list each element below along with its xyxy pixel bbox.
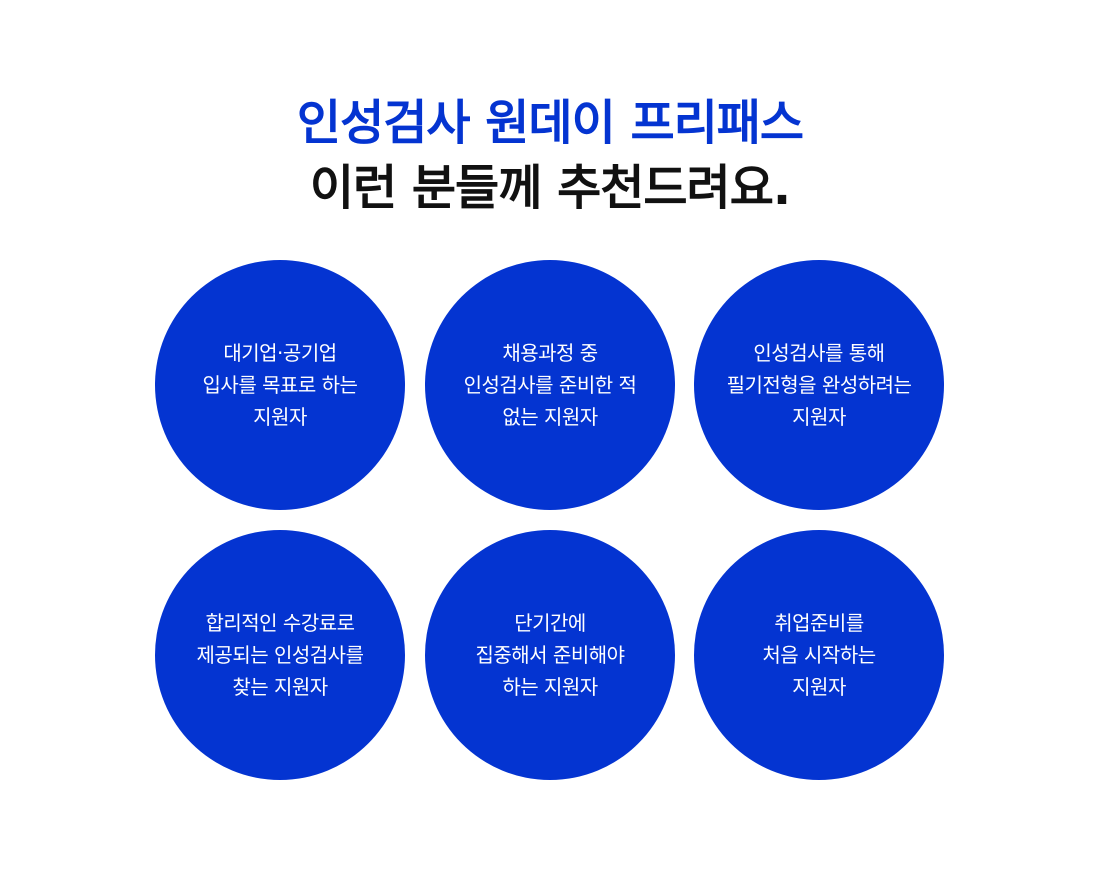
- target-circle: 인성검사를 통해 필기전형을 완성하려는 지원자: [694, 260, 944, 510]
- caption-line: 인성검사를 준비한 적: [463, 373, 637, 397]
- target-caption: 취업준비를 처음 시작하는 지원자: [762, 607, 876, 703]
- caption-line: 없는 지원자: [502, 405, 598, 429]
- target-circle: 합리적인 수강료로 제공되는 인성검사를 찾는 지원자: [155, 530, 405, 780]
- caption-line: 지원자: [253, 405, 307, 429]
- caption-line: 필기전형을 완성하려는: [726, 373, 912, 397]
- caption-line: 하는 지원자: [502, 675, 598, 699]
- caption-line: 취업준비를: [774, 611, 864, 635]
- caption-line: 단기간에: [514, 611, 586, 635]
- caption-line: 처음 시작하는: [762, 643, 876, 667]
- caption-line: 찾는 지원자: [232, 675, 328, 699]
- caption-line: 지원자: [792, 405, 846, 429]
- caption-line: 제공되는 인성검사를: [196, 643, 364, 667]
- target-caption: 채용과정 중 인성검사를 준비한 적 없는 지원자: [464, 337, 637, 433]
- page-subtitle: 이런 분들께 추천드려요.: [309, 160, 791, 216]
- caption-line: 대기업·공기업: [223, 341, 337, 365]
- caption-line: 입사를 목표로 하는: [202, 373, 358, 397]
- caption-line: 채용과정 중: [502, 341, 598, 365]
- caption-line: 인성검사를 통해: [753, 341, 885, 365]
- target-circle: 단기간에 집중해서 준비해야 하는 지원자: [425, 530, 675, 780]
- target-caption: 대기업·공기업 입사를 목표로 하는 지원자: [203, 337, 358, 433]
- caption-line: 집중해서 준비해야: [475, 643, 625, 667]
- caption-line: 합리적인 수강료로: [205, 611, 355, 635]
- target-caption: 합리적인 수강료로 제공되는 인성검사를 찾는 지원자: [197, 607, 364, 703]
- target-circle: 취업준비를 처음 시작하는 지원자: [694, 530, 944, 780]
- target-caption: 단기간에 집중해서 준비해야 하는 지원자: [475, 607, 625, 703]
- target-circle: 채용과정 중 인성검사를 준비한 적 없는 지원자: [425, 260, 675, 510]
- caption-line: 지원자: [792, 675, 846, 699]
- target-caption: 인성검사를 통해 필기전형을 완성하려는 지원자: [727, 337, 912, 433]
- page-title: 인성검사 원데이 프리패스: [296, 95, 804, 151]
- target-circle: 대기업·공기업 입사를 목표로 하는 지원자: [155, 260, 405, 510]
